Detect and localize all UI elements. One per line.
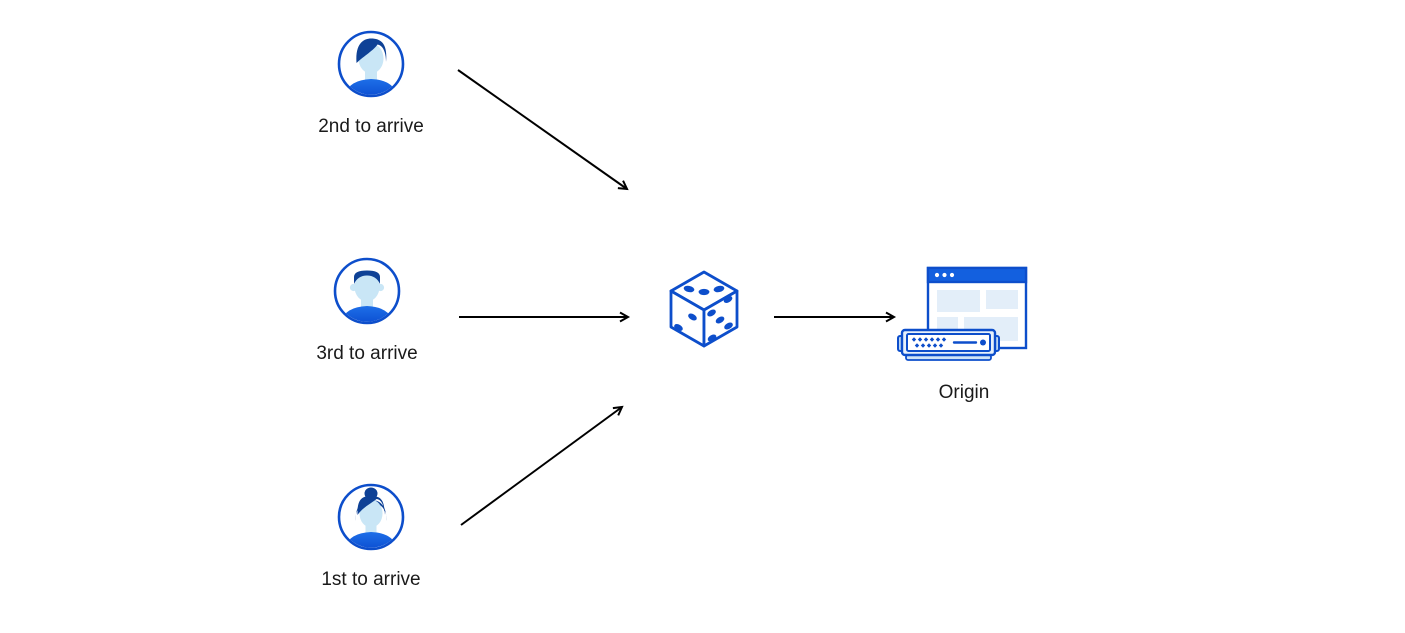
user-man-swept-hair-avatar-icon: [337, 30, 405, 98]
server-vent-diamonds: [911, 337, 947, 348]
user-woman-bun-avatar-icon: [337, 483, 405, 551]
arrow-user-first-to-dice: [460, 405, 624, 526]
user-first-label: 1st to arrive: [321, 569, 421, 590]
node-user-third: 3rd to arrive: [297, 257, 437, 365]
node-user-first: 1st to arrive: [301, 483, 441, 591]
server-icon: [897, 328, 1000, 361]
origin-server-browser-icon: [897, 266, 1028, 361]
user-second-label: 2nd to arrive: [318, 116, 424, 137]
node-user-second: 2nd to arrive: [301, 30, 441, 138]
origin-label: Origin: [938, 382, 990, 403]
user-third-label: 3rd to arrive: [316, 343, 418, 364]
arrow-user-second-to-dice: [457, 69, 629, 191]
node-origin: Origin: [896, 260, 1032, 404]
node-random-dice: [666, 269, 742, 349]
user-man-flat-hair-avatar-icon: [333, 257, 401, 325]
dice-icon: [669, 270, 739, 348]
